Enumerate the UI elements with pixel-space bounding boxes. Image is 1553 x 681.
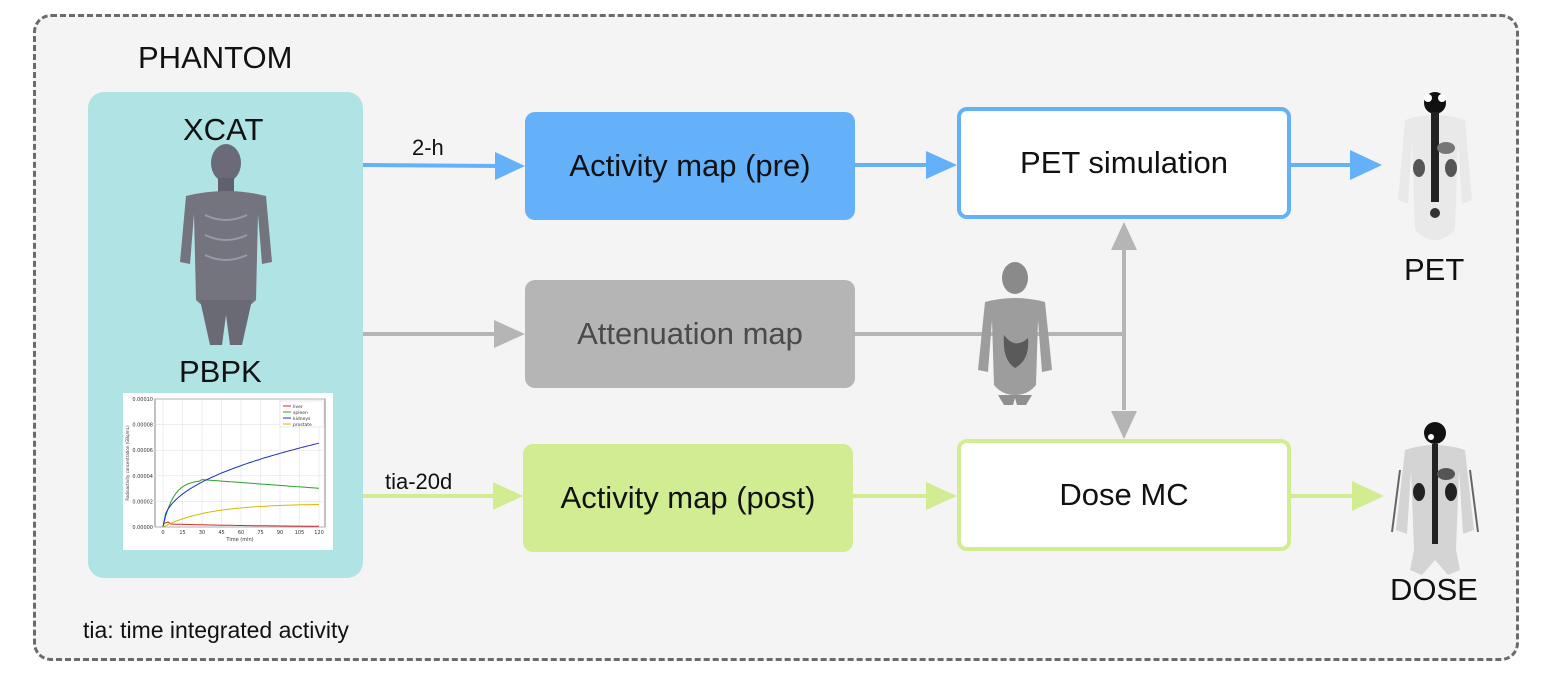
arrowhead-post	[493, 482, 523, 510]
pbpk-y-tick: 0.00000	[132, 525, 153, 531]
arrowhead-att	[494, 320, 525, 348]
arrow-phantom-to-pre	[362, 163, 501, 168]
pbpk-x-tick: 105	[295, 530, 305, 536]
attenuation-map-label: Attenuation map	[577, 316, 803, 351]
activity-map-post-box: Activity map (post)	[523, 444, 853, 552]
pbpk-x-tick: 15	[179, 530, 185, 536]
pet-simulation-box: PET simulation	[957, 107, 1291, 219]
dose-mc-box: Dose MC	[957, 439, 1291, 551]
pet-simulation-label: PET simulation	[1020, 145, 1228, 180]
xcat-body-icon	[180, 144, 272, 345]
activity-map-pre-box: Activity map (pre)	[525, 112, 855, 220]
pbpk-x-tick: 45	[218, 530, 224, 536]
xcat-label: XCAT	[183, 112, 264, 147]
arrowhead-up-to-pet	[1111, 222, 1137, 250]
pbpk-x-tick: 60	[238, 530, 244, 536]
pbpk-legend-label: prostate	[293, 422, 312, 428]
edge-label-tia-20d: tia-20d	[385, 469, 453, 494]
pbpk-y-tick: 0.00010	[132, 397, 153, 403]
dose-mc-label: Dose MC	[1059, 477, 1189, 512]
footnote: tia: time integrated activity	[83, 617, 349, 643]
pbpk-chart-svg: 0.00000 0.00002 0.00004 0.00006 0.00008 0.000…	[125, 397, 326, 543]
pbpk-legend	[279, 400, 325, 428]
activity-map-post-label: Activity map (post)	[560, 480, 816, 515]
pet-output-label: PET	[1404, 252, 1465, 287]
attenuation-body-icon	[978, 262, 1052, 405]
pbpk-legend-label: kidneys	[293, 416, 311, 422]
pbpk-x-tick: 90	[277, 530, 283, 536]
pbpk-x-tick: 30	[199, 530, 205, 536]
arrowhead-pet-output	[1350, 150, 1382, 180]
pbpk-series-line	[162, 504, 319, 528]
arrowhead-pre	[495, 152, 525, 180]
pbpk-y-label: Radioactivity concentration (GBq/mL)	[125, 425, 130, 501]
arrowhead-down-to-dose	[1111, 411, 1137, 439]
pbpk-x-tick: 75	[257, 530, 263, 536]
arrowhead-dose-output	[1352, 481, 1384, 511]
phantom-title: PHANTOM	[138, 40, 293, 75]
pbpk-legend-label: liver	[293, 404, 303, 410]
pbpk-series-line	[162, 521, 319, 527]
dose-output-label: DOSE	[1390, 572, 1478, 607]
attenuation-map-box: Attenuation map	[525, 280, 855, 388]
pbpk-y-tick: 0.00008	[132, 423, 153, 429]
pet-output-image-icon	[1398, 92, 1472, 240]
pbpk-legend-label: spleen	[293, 410, 308, 416]
pbpk-x-tick: 0	[161, 530, 164, 536]
pbpk-x-tick: 120	[314, 530, 324, 536]
arrowhead-pet-sim	[926, 151, 957, 179]
pbpk-label: PBPK	[179, 354, 262, 389]
pbpk-series-line	[162, 442, 320, 528]
pbpk-x-label: Time (min)	[225, 537, 253, 543]
activity-map-pre-label: Activity map (pre)	[569, 148, 811, 183]
pbpk-y-tick: 0.00006	[132, 448, 153, 454]
pbpk-y-tick: 0.00004	[132, 474, 153, 480]
edge-label-2h: 2-h	[412, 135, 444, 160]
arrowhead-dose-mc	[926, 482, 957, 510]
pbpk-y-tick: 0.00002	[132, 499, 153, 505]
pbpk-chart: 0.00000 0.00002 0.00004 0.00006 0.00008 0.000…	[123, 393, 333, 550]
pbpk-series-line	[162, 479, 320, 528]
dose-output-image-icon	[1391, 422, 1479, 575]
